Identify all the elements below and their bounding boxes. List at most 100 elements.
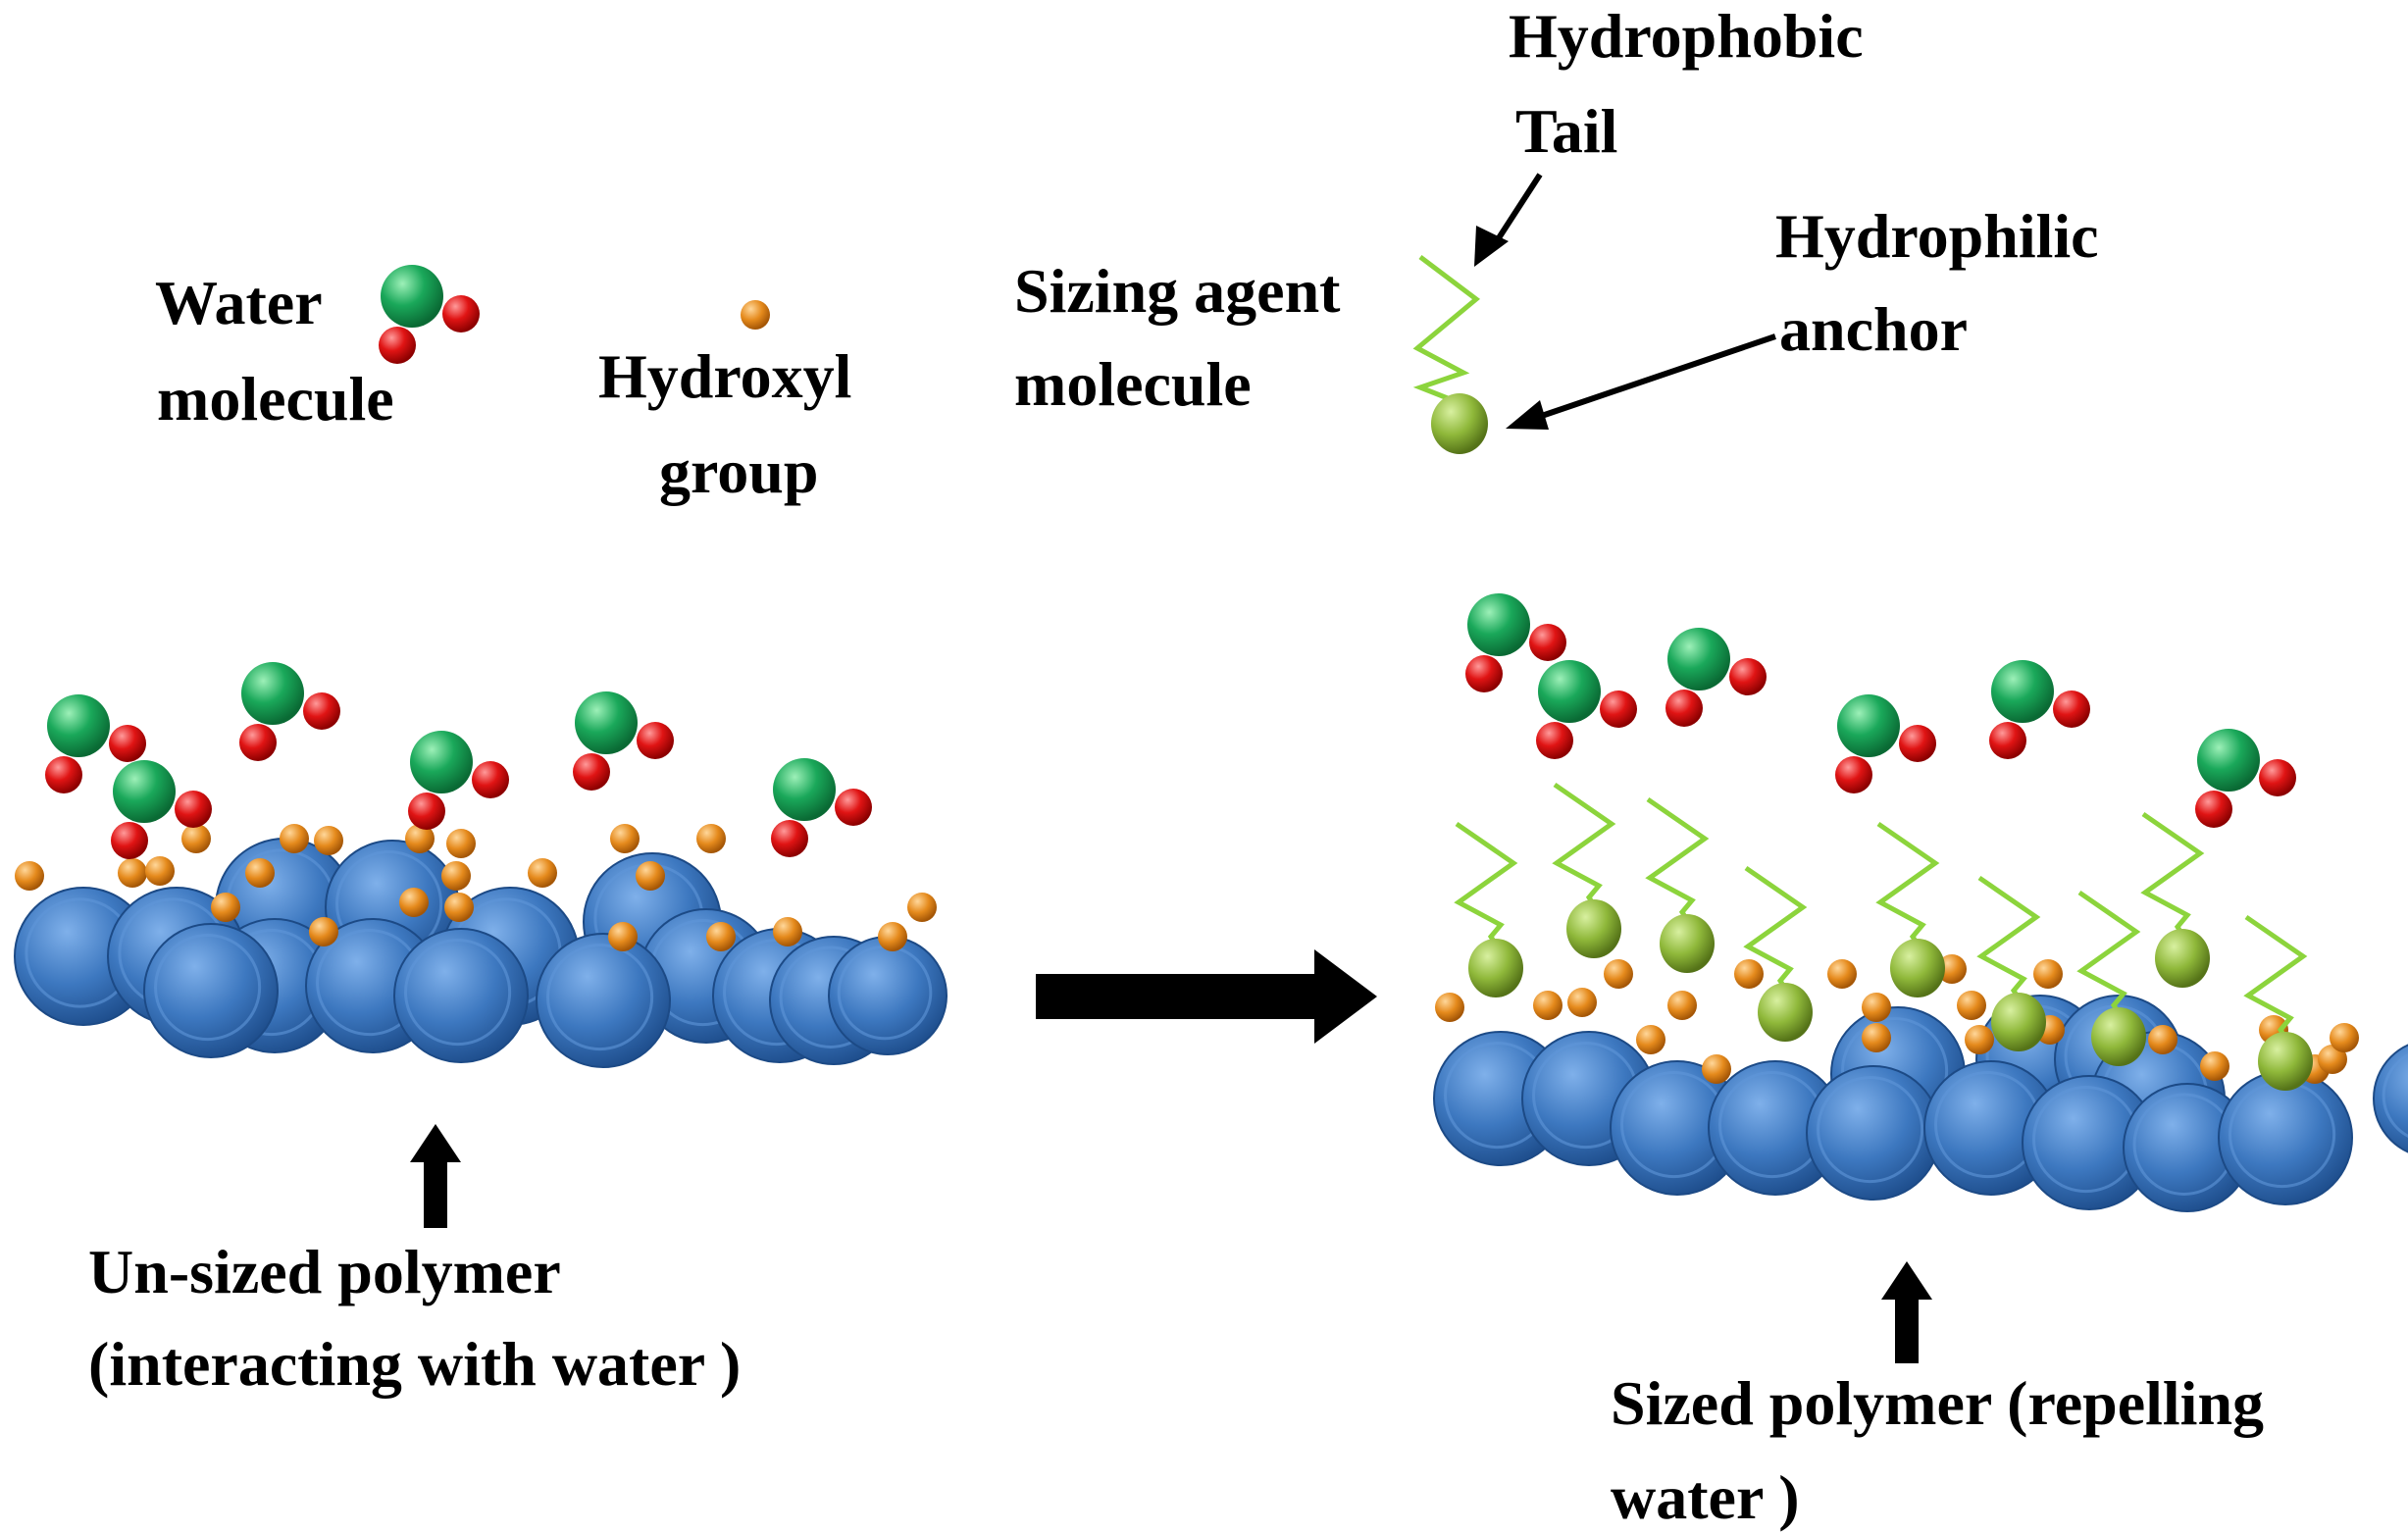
legend-hydrophobic-tail: Hydrophobic Tail <box>1474 1 1864 267</box>
hydroxyl-group <box>1667 991 1697 1020</box>
water-hydrogen <box>1465 655 1503 692</box>
sized-pointer-arrow <box>1881 1261 1932 1363</box>
sizing-agent-label-line1: Sizing agent <box>1014 256 1341 326</box>
water-hydrogen <box>239 724 277 761</box>
hydrophilic-pointer-arrow <box>1529 333 1776 423</box>
water-hydrogen <box>2195 791 2232 828</box>
sized-caption-line1: Sized polymer (repelling <box>1611 1368 2264 1438</box>
hydroxyl-group <box>2200 1051 2229 1081</box>
water-oxygen <box>410 731 473 793</box>
sized-hydroxyl-groups <box>1435 954 2359 1084</box>
hydroxyl-label-line1: Hydroxyl <box>598 341 851 411</box>
water-molecule-icon <box>379 265 480 364</box>
hydrophilic-anchor <box>1468 939 1523 997</box>
sizing-agent-label-line2: molecule <box>1014 349 1252 419</box>
hydroxyl-group <box>1702 1054 1731 1084</box>
hydrophobic-tail <box>1875 821 1940 946</box>
hydroxyl-group <box>610 824 640 853</box>
hydroxyl-group <box>181 824 211 853</box>
water-molecule <box>2195 729 2296 828</box>
sized-sizing-agents <box>1454 782 2313 1091</box>
hydroxyl-group <box>145 856 175 886</box>
water-oxygen <box>1467 593 1530 656</box>
polymer-bead-rim <box>2382 1053 2408 1138</box>
hydroxyl-group <box>1957 991 1986 1020</box>
water-oxygen <box>2197 729 2260 792</box>
legend-hydrophilic-anchor: Hydrophilic anchor <box>1506 201 2099 430</box>
water-hydrogen <box>109 725 146 762</box>
sized-caption-line2: water ) <box>1611 1462 1800 1532</box>
polymer-bead-rim <box>546 944 654 1051</box>
polymer-bead-rim <box>1817 1076 1924 1184</box>
process-arrow <box>1036 949 1377 1044</box>
unsized-caption-line1: Un-sized polymer <box>88 1237 561 1306</box>
water-hydrogen <box>408 793 445 830</box>
water-hydrogen <box>573 753 610 791</box>
legend-water: Water molecule <box>155 265 480 434</box>
unsized-water-molecules <box>45 662 872 859</box>
hydrophobic-tail <box>1552 782 1616 907</box>
polymer-bead <box>2373 1044 2408 1153</box>
water-hydrogen <box>1529 624 1566 661</box>
water-oxygen <box>773 758 836 821</box>
hydroxyl-group <box>405 824 435 853</box>
sized-water-molecules <box>1465 593 2296 828</box>
hydroxyl-group <box>2330 1023 2359 1052</box>
hydroxyl-label-line2: group <box>659 436 818 506</box>
water-molecule <box>1536 660 1637 759</box>
water-molecule <box>1465 593 1566 692</box>
hydroxyl-icon <box>741 300 770 330</box>
hydroxyl-group <box>280 824 309 853</box>
water-hydrogen <box>771 820 808 857</box>
water-hydrogen <box>472 761 509 798</box>
hydroxyl-group <box>118 858 147 888</box>
water-hydrogen <box>2053 690 2090 728</box>
hydroxyl-group <box>309 917 338 946</box>
water-hydrogen <box>1989 722 2026 759</box>
sizing-agent-molecule <box>1743 865 1813 1042</box>
sizing-agent-molecule <box>1875 821 1945 997</box>
water-molecule <box>239 662 340 761</box>
water-oxygen <box>113 760 176 823</box>
hydroxyl-group <box>1827 959 1857 989</box>
water-label-line1: Water <box>155 268 323 337</box>
hydroxyl-group <box>314 826 343 855</box>
hydrophobic-tail <box>1645 796 1710 922</box>
water-hydrogen <box>303 692 340 730</box>
hydroxyl-group <box>245 858 275 888</box>
polymer-bead-rim <box>404 939 512 1047</box>
hydroxyl-group <box>1567 988 1597 1017</box>
water-oxygen <box>1991 660 2054 723</box>
water-molecule <box>1665 628 1767 727</box>
hydrophilic-anchor <box>1890 939 1945 997</box>
hydrophilic-anchor <box>1758 983 1813 1042</box>
water-hydrogen <box>1899 725 1936 762</box>
hydroxyl-group <box>1862 993 1891 1022</box>
hydroxyl-group <box>1636 1025 1665 1054</box>
hydroxyl-group <box>1862 1023 1891 1052</box>
polymer-bead <box>393 928 529 1063</box>
water-hydrogen <box>175 791 212 828</box>
hydrophobic-tail <box>1454 821 1518 946</box>
legend-hydroxyl: Hydroxyl group <box>598 300 851 506</box>
hydroxyl-group <box>878 922 907 951</box>
water-oxygen <box>47 694 110 757</box>
sizing-agent-molecule <box>1552 782 1621 958</box>
polymer-bead <box>828 936 948 1055</box>
hydrophilic-anchor <box>1660 914 1715 973</box>
hydrophobic-label-line2: Tail <box>1515 96 1617 166</box>
water-hydrogen <box>1835 756 1872 793</box>
water-molecule <box>771 758 872 857</box>
hydroxyl-group <box>211 893 240 922</box>
water-hydrogen <box>1536 722 1573 759</box>
water-molecule <box>408 731 509 830</box>
water-hydrogen <box>2259 759 2296 796</box>
water-label-line2: molecule <box>157 364 394 434</box>
water-hydrogen <box>111 822 148 859</box>
hydroxyl-group <box>446 829 476 858</box>
hydroxyl-group <box>2318 1045 2347 1074</box>
water-oxygen <box>241 662 304 725</box>
sizing-agent-molecule <box>2140 811 2210 988</box>
water-molecule <box>573 691 674 791</box>
hydroxyl-group <box>773 917 802 946</box>
